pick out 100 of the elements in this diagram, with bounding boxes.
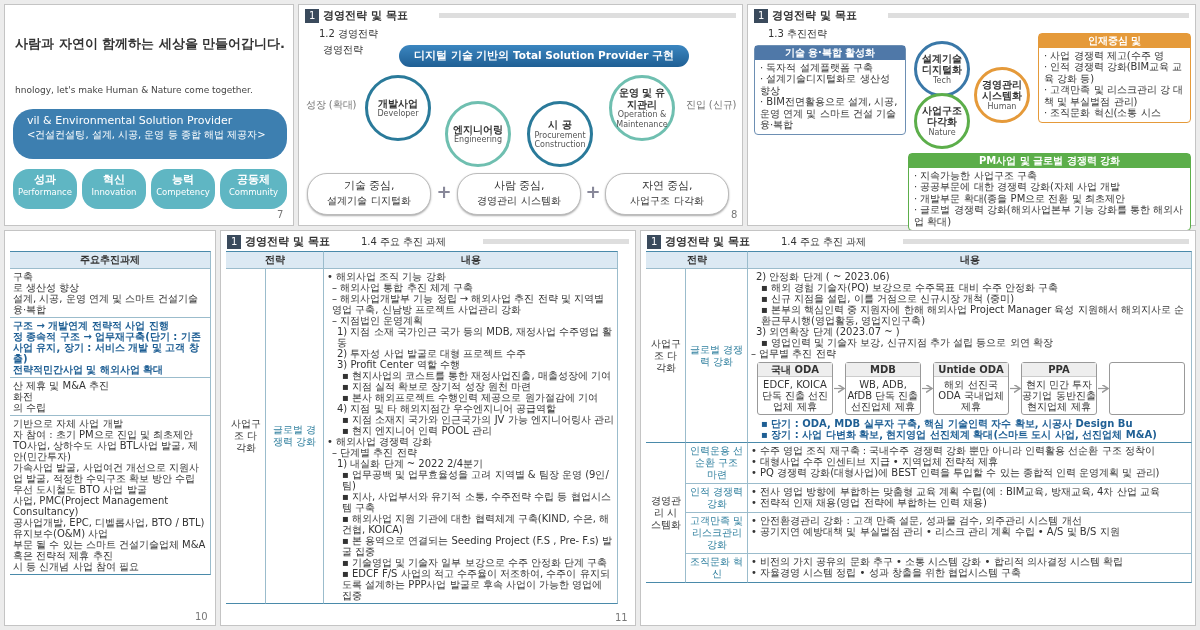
section-number: 1: [754, 9, 769, 23]
info-card: [908, 153, 1191, 231]
bullet-line: ▪ 지점 소재지 국가와 인근국가의 JV 가능 엔지니어링사 관리: [342, 414, 614, 425]
bullet-line: 1) 내실화 단계 ~ 2022 2/4분기: [337, 458, 485, 469]
bullet-line: · BIM전면활용으로 설계, 시공, 운영 연계 및 스마트 건설 기술 융·복합: [760, 96, 899, 131]
table-header-cell: [748, 251, 1192, 269]
bullet-line: · 인적 경쟁력 강화(BIM교육 교육 강화 등): [1044, 61, 1184, 84]
cell-text: 인력운용 선순환 구조 마련: [689, 445, 744, 481]
section-number: 1: [305, 9, 320, 23]
value-pill: [220, 169, 287, 209]
cell-text: 글로벌 경쟁력 강화: [271, 424, 318, 448]
panel-subtitle: 설계기술 디지털화: [326, 193, 412, 208]
arrow: [1009, 383, 1021, 394]
bullet-line: ▪ 해외 경험 기술자(PQ) 보강으로 수주목표 대비 수주 안정화 구축: [761, 282, 1060, 293]
bullet-line: ▪ 본 용역으로 연결되는 Seeding Project (F.S , Pre- F.s) 발굴 집중: [342, 535, 613, 557]
cell-text: 고객만족 및 리스크관리 강화: [689, 515, 744, 551]
bullet-line: – 지점법인 운영계획: [332, 315, 425, 326]
header-text: 내용: [459, 254, 482, 266]
bullet-line: ▪ 현지 엔지니어 인력 POOL 관리: [342, 425, 493, 436]
bullet-line: • 해외사업 조직 기능 강화: [327, 271, 447, 282]
cell-line: 자 참여 : 초기 PM으로 진입 및 최초제안: [13, 429, 195, 440]
subheading: 경영전략: [323, 43, 363, 57]
header-text: 주요추진과제: [79, 254, 141, 266]
bullet-line: ▪ 신규 지점을 설립, 이를 거점으로 신규시장 개척 (중미): [761, 293, 1016, 304]
flow-text: EDCF, KOICA 단독 진출 선진업체 제휴: [760, 379, 830, 412]
bullet-line: ▪ 기술영업 및 기술자 일부 보강으로 수주 안정화 단계 구축: [342, 557, 609, 568]
circle-title: 사업구조 다각화: [921, 104, 963, 128]
panel-title: 자연 중심,: [640, 179, 694, 194]
bullet-line: – 업무별 추진 전략: [751, 348, 837, 359]
circle-subtitle: Operation & Maintenance: [615, 110, 669, 129]
cell-text: 사업구조 다각화: [649, 337, 682, 374]
rounded-panel: [605, 173, 729, 215]
bullet-line: · 사업 경쟁력 제고(수주 영: [1044, 49, 1165, 61]
bullet-line: 2) 투자성 사업 발굴로 대형 프로젝트 수주: [337, 348, 528, 359]
flow-box: [933, 362, 1009, 415]
table-cell: [10, 269, 211, 318]
bullet-line: • 자율경영 시스템 정립 • 성과 창출을 위한 협업시스템 구축: [751, 567, 1023, 578]
section-number: 1: [647, 235, 662, 249]
section-heading: 1.2 경영전략: [319, 27, 379, 41]
flow-box: [1109, 362, 1185, 415]
arrow: [921, 383, 933, 394]
cell-line: 우선 도시철도 BTO 사업 발굴: [13, 484, 148, 495]
cell-text: 인적 경쟁력 강화: [689, 486, 744, 510]
pill-title: 공동체: [236, 173, 271, 188]
cell-text: 사업구조 다각화: [229, 418, 262, 454]
plus-sign: +: [435, 181, 453, 202]
page-number: 11: [615, 612, 628, 623]
table-header-cell: [226, 251, 324, 269]
bullet-line: · 글로벌 경쟁력 강화(해외사업본부 기능 강화를 통한 해외사업 확대): [914, 204, 1185, 227]
cell-line: 화전: [13, 391, 34, 402]
bullet-line: – 해외사업 통합 추진 체계 구축: [332, 282, 474, 293]
panel-subtitle: 경영관리 시스템화: [476, 193, 562, 208]
cell-line: 부문 될 수 있는 스마트 건설기술업체 M&A 혹은 전략적 제휴 추진: [13, 539, 207, 561]
table-cell: [748, 554, 1192, 583]
flow-box: [757, 362, 833, 415]
table-cell: [686, 269, 748, 443]
circle-badge: [914, 41, 970, 97]
header-text: 내용: [958, 254, 981, 266]
bullet-line: · 조직문화 혁신(소통 시스: [1044, 107, 1162, 119]
bullet-line: • 전략적 인재 채용(영업 전략에 부합하는 인력 채용): [751, 497, 988, 508]
bullet-line: • 전사 영업 방향에 부합하는 맞춤형 교육 계획 수립(예 : BIM교육, 방재교육, 4차 산업 교육: [751, 486, 1161, 497]
slide-panel: [4, 230, 216, 626]
tagline: 사람과 자연이 함께하는 세상을 만들어갑니다.: [15, 35, 287, 53]
arrow: [1097, 383, 1109, 394]
card-title: PM사업 및 글로벌 경쟁력 강화: [909, 154, 1190, 168]
direction-label: 진입 (신규): [684, 99, 738, 110]
bullet-line: ▪ 단기 : ODA, MDB 실무자 구축, 핵심 기술인력 자수 확보, 시공사 Design Bu: [761, 418, 1133, 429]
pill-title: 성과: [33, 173, 57, 188]
circle-title: 운영 및 유지관리: [617, 87, 667, 111]
card-title: 기술 융·복합 활성화: [755, 46, 905, 60]
cell-line: TO사업, 상하수도 사업 BTL사업 발굴, 제안(민간투자): [13, 440, 199, 462]
page-number: 7: [277, 209, 284, 220]
cell-line: 기반으로 자체 사업 개발: [13, 418, 124, 429]
table-header-cell: [10, 251, 211, 269]
bullet-line: ▪ 현지사업의 코스트를 통한 재정사업진출, 매출성장에 기여: [342, 370, 613, 381]
section-number: 1: [227, 235, 242, 249]
panel-title: 기술 중심,: [342, 179, 396, 194]
bullet-line: ▪ 장기 : 사업 다변화 확보, 현지영업 선진체계 확대(스마트 도시 사업, 선진업체 M&A): [761, 429, 1158, 440]
table-cell: [748, 484, 1192, 513]
bullet-line: · 개발부문 확대(종을 PM으로 전환 및 최초제안: [914, 192, 1126, 204]
slide-panel: [298, 4, 743, 226]
circle-subtitle: Nature: [928, 127, 956, 138]
bullet-line: ▪ 업무공백 및 업무효율성을 고려 지역별 & 팀장 운영 (9인/팀): [342, 469, 610, 491]
circle-title: 경영관리 시스템화: [981, 78, 1023, 102]
value-pill: [82, 169, 146, 209]
table-cell: [748, 443, 1192, 484]
circle-badge: [974, 67, 1030, 123]
flow-text: 해외 선진국 ODA 국내업체 제휴: [937, 379, 1005, 412]
table-cell: [10, 378, 211, 416]
circle-title: 시 공: [548, 119, 572, 131]
banner-subtitle: <건설컨설팅, 설계, 시공, 운영 등 종합 해법 제공자>: [27, 128, 267, 142]
panel-subtitle: 사업구조 다각화: [629, 193, 705, 208]
table-cell: [226, 269, 266, 604]
bullet-line: • 해외사업 경쟁력 강화: [327, 436, 434, 447]
circle-title: 설계기술 디지털화: [921, 52, 963, 76]
banner-title: 디지털 기술 기반의 Total Solution Provider 구현: [412, 49, 676, 63]
table-cell: [748, 269, 1192, 443]
flow-title: 국내 ODA: [758, 363, 832, 377]
pill-subtitle: Performance: [17, 187, 73, 199]
info-card: [1038, 33, 1191, 123]
